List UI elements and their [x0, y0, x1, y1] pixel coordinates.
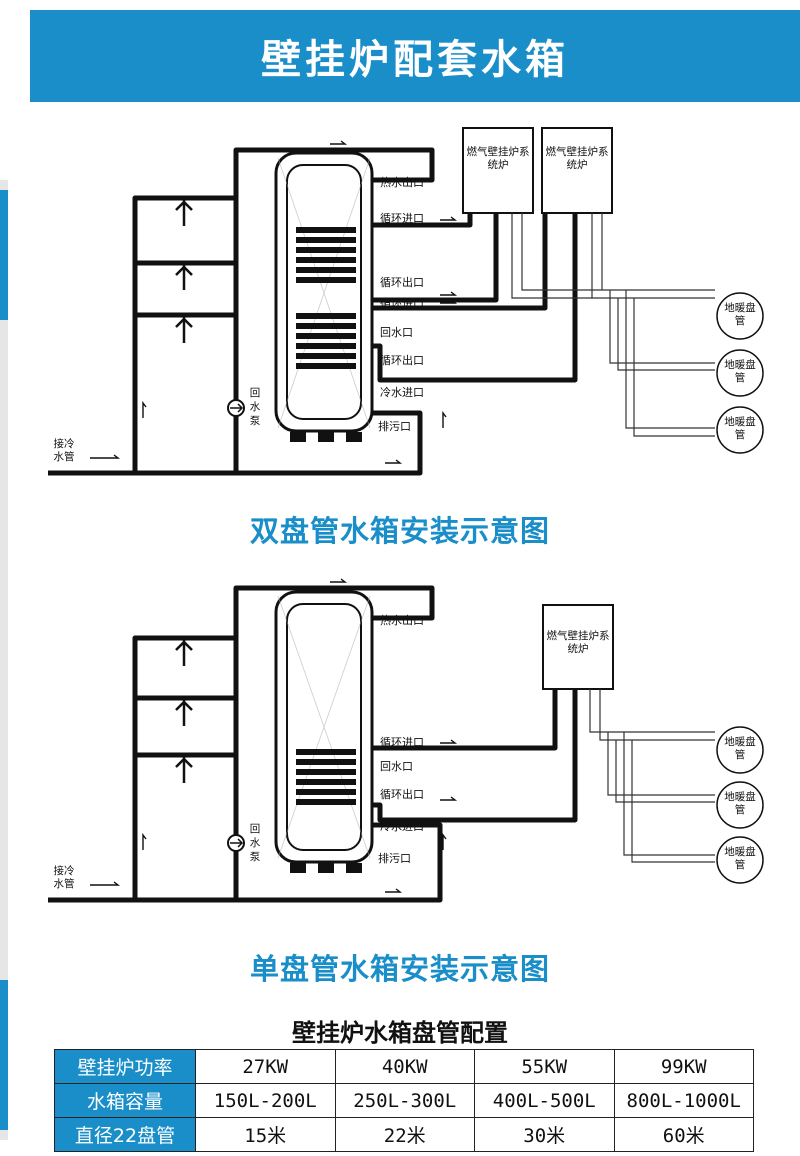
single-coil-caption: 单盘管水箱安装示意图 [249, 952, 550, 986]
port-label: 循环进口 [380, 297, 424, 310]
table-cell: 400L-500L [474, 1083, 615, 1118]
table-row: 壁挂炉功率 27KW 40KW 55KW 99KW [54, 1049, 754, 1084]
boiler-label: 燃气壁挂炉系统炉 [466, 146, 530, 171]
boiler-label: 燃气壁挂炉系统炉 [546, 630, 610, 655]
single-coil-diagram: 热水出口 循环进口 回水口 循环出口 冷水进口 排污口 燃气壁挂炉系统炉 地暖盘… [48, 578, 764, 903]
table-title: 壁挂炉水箱盘管配置 [292, 1019, 508, 1047]
row-header: 壁挂炉功率 [54, 1049, 196, 1084]
floor-heating-label: 地暖盘管 [724, 416, 756, 441]
double-coil-caption: 双盘管水箱安装示意图 [249, 514, 550, 548]
table-cell: 27KW [195, 1049, 336, 1084]
port-label: 冷水进口 [380, 386, 424, 399]
port-label: 循环出口 [380, 275, 424, 289]
table-row: 水箱容量 150L-200L 250L-300L 400L-500L 800L-… [54, 1083, 754, 1118]
table-row: 直径22盘管 15米 22米 30米 60米 [54, 1117, 754, 1152]
port-label: 热水出口 [380, 175, 424, 189]
floor-heating-label: 地暖盘管 [724, 302, 756, 327]
port-label: 热水出口 [380, 613, 424, 627]
boiler-label: 燃气壁挂炉系统炉 [545, 146, 609, 171]
double-coil-diagram: 热水出口 循环进口 循环出口 循环进口 回水口 循环出口 冷水进口 排污口 燃气… [48, 127, 764, 476]
table-cell: 15米 [195, 1117, 336, 1152]
pump-label: 回水泵 [249, 823, 261, 863]
title-banner: 壁挂炉配套水箱 [30, 10, 800, 102]
cold-inlet-label: 接冷水管 [53, 865, 75, 890]
table-cell: 250L-300L [334, 1083, 475, 1118]
cold-inlet-label: 接冷水管 [53, 438, 75, 463]
table-cell: 60米 [613, 1117, 754, 1152]
table-cell: 30米 [474, 1117, 615, 1152]
floor-heating-label: 地暖盘管 [724, 736, 756, 761]
port-label: 回水口 [380, 760, 413, 773]
table-cell: 800L-1000L [613, 1083, 754, 1118]
port-label: 循环进口 [380, 212, 424, 225]
floor-heating-label: 地暖盘管 [724, 846, 756, 871]
pump-label: 回水泵 [249, 387, 261, 427]
port-label: 循环出口 [380, 787, 424, 801]
port-label: 排污口 [378, 419, 411, 433]
port-label: 排污口 [378, 851, 411, 865]
port-label: 循环进口 [380, 736, 424, 749]
table-cell: 99KW [613, 1049, 754, 1084]
table-cell: 40KW [334, 1049, 475, 1084]
table-cell: 22米 [334, 1117, 475, 1152]
port-label: 冷水进口 [380, 820, 424, 833]
row-header: 直径22盘管 [54, 1117, 196, 1152]
floor-heating-label: 地暖盘管 [724, 359, 756, 384]
floor-heating-label: 地暖盘管 [724, 791, 756, 816]
left-edge-strip [0, 180, 8, 1140]
page-title: 壁挂炉配套水箱 [261, 37, 569, 83]
table-cell: 150L-200L [195, 1083, 336, 1118]
coil-config-table: 壁挂炉功率 27KW 40KW 55KW 99KW 水箱容量 150L-200L… [54, 1049, 754, 1152]
port-label: 循环出口 [380, 353, 424, 367]
port-label: 回水口 [380, 326, 413, 339]
row-header: 水箱容量 [54, 1083, 196, 1118]
table-cell: 55KW [474, 1049, 615, 1084]
